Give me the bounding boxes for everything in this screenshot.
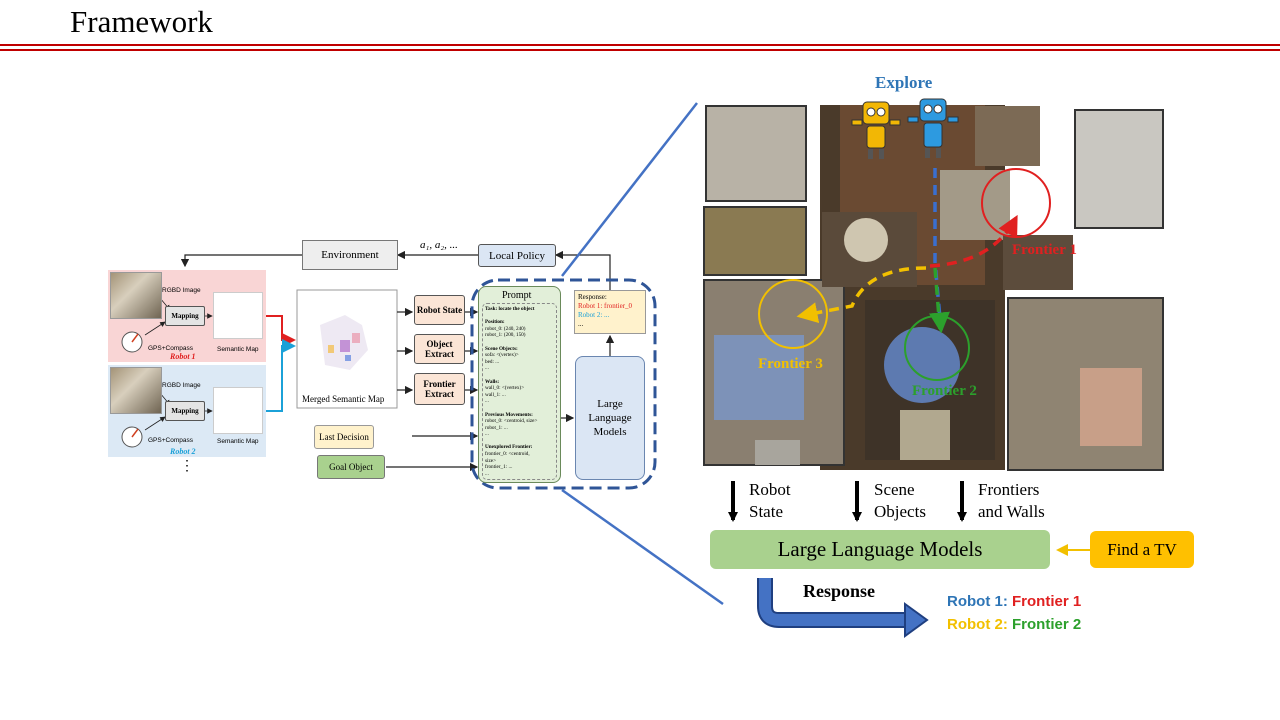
last-decision-box: Last Decision bbox=[314, 425, 374, 449]
prompt-line: robot_1: ... bbox=[485, 424, 508, 431]
semantic-map-label-1: Semantic Map bbox=[217, 346, 259, 353]
robot-yellow-icon bbox=[851, 101, 901, 159]
frontiers-walls-input: Frontiers and Walls bbox=[978, 480, 1045, 521]
prompt-line bbox=[485, 339, 569, 346]
llm-box-right: Large Language Models bbox=[710, 530, 1050, 569]
scene-objects-input: Scene Objects bbox=[874, 480, 926, 521]
more-robots-ellipsis: ⋮ bbox=[180, 459, 194, 474]
prompt-line: Previous Movements: bbox=[485, 411, 533, 418]
robot-state-box: Robot State bbox=[414, 295, 465, 325]
prompt-line: frontier_1: ... bbox=[485, 464, 513, 471]
prompt-box bbox=[478, 286, 561, 483]
response-box: Response: Robot 1: frontier_0 Robot 2: .… bbox=[574, 290, 646, 334]
mapping-box-2: Mapping bbox=[165, 401, 205, 421]
resp2-robot: Robot 2: bbox=[947, 616, 1012, 633]
prompt-line: ... bbox=[485, 365, 489, 372]
prompt-content: Task: locate the object Position:robot_0… bbox=[485, 306, 569, 477]
response-robot1: Robot 1: frontier_0 bbox=[578, 302, 633, 310]
title-rule-bottom bbox=[0, 49, 1280, 51]
rgbd-image-robot2 bbox=[110, 367, 162, 414]
frontier1-label: Frontier 1 bbox=[1012, 242, 1077, 258]
prompt-title: Prompt bbox=[502, 290, 532, 301]
rgbd-image-robot1 bbox=[110, 272, 162, 319]
rgbd-label-1: RGBD Image bbox=[162, 287, 201, 294]
gps-label-1: GPS+Compass bbox=[148, 345, 193, 352]
prompt-line bbox=[485, 405, 569, 412]
resp2-frontier: Frontier 2 bbox=[1012, 616, 1082, 633]
response-label: Response bbox=[803, 581, 876, 601]
frontier3-label: Frontier 3 bbox=[758, 356, 823, 372]
prompt-line: Unexplored Frontier: bbox=[485, 444, 533, 451]
slide-title: Framework bbox=[70, 4, 213, 39]
prompt-line: sofa: <(vertex)> bbox=[485, 352, 519, 359]
environment-box: Environment bbox=[302, 240, 398, 270]
prompt-line: robot_1: (200, 150) bbox=[485, 332, 526, 339]
resp1-frontier: Frontier 1 bbox=[1012, 593, 1082, 610]
llm-pipeline-highlight bbox=[470, 278, 657, 490]
object-extract-box: Object Extract bbox=[414, 334, 465, 364]
semantic-map-label-2: Semantic Map bbox=[217, 438, 259, 445]
prompt-line bbox=[485, 313, 569, 320]
title-rule-top bbox=[0, 44, 1280, 46]
robot1-label: Robot 1 bbox=[170, 352, 196, 361]
explore-label: Explore bbox=[875, 73, 933, 92]
prompt-line: ... bbox=[485, 431, 489, 438]
goal-object-box: Goal Object bbox=[317, 455, 385, 479]
prompt-line bbox=[485, 438, 569, 445]
prompt-inner bbox=[482, 303, 557, 480]
frontier2-label: Frontier 2 bbox=[912, 383, 977, 399]
response-title: Response: bbox=[578, 293, 607, 301]
response-more: ... bbox=[578, 320, 584, 328]
robot-blue-icon bbox=[907, 98, 959, 158]
prompt-line: Task: locate the object bbox=[485, 306, 535, 312]
prompt-line bbox=[485, 372, 569, 379]
llm-box-left: Large Language Models bbox=[575, 356, 645, 480]
merged-map-label: Merged Semantic Map bbox=[302, 394, 385, 404]
rgbd-label-2: RGBD Image bbox=[162, 382, 201, 389]
prompt-line: wall_1: ... bbox=[485, 391, 506, 398]
floorplan-image bbox=[703, 103, 1165, 473]
semantic-map-thumb-1 bbox=[213, 292, 263, 339]
semantic-map-thumb-2 bbox=[213, 387, 263, 434]
local-policy-box: Local Policy bbox=[478, 244, 556, 267]
prompt-line: bed: ... bbox=[485, 358, 500, 365]
prompt-line: robot_0: <centroid, size> bbox=[485, 418, 538, 425]
prompt-line: frontier_0: <centroid, bbox=[485, 451, 530, 458]
response-line-1: Robot 1: Frontier 1 bbox=[947, 593, 1081, 610]
find-tv-box: Find a TV bbox=[1090, 531, 1194, 568]
frontier-extract-box: Frontier Extract bbox=[414, 373, 465, 405]
prompt-line: robot_0: (240, 240) bbox=[485, 325, 526, 332]
prompt-line: size> bbox=[485, 457, 496, 464]
response-robot2: Robot 2: ... bbox=[578, 311, 610, 319]
prompt-line: ... bbox=[485, 470, 489, 477]
robot-state-input: Robot State bbox=[749, 480, 791, 521]
robot2-label: Robot 2 bbox=[170, 447, 196, 456]
mapping-box-1: Mapping bbox=[165, 306, 205, 326]
prompt-line: ... bbox=[485, 398, 489, 405]
response-line-2: Robot 2: Frontier 2 bbox=[947, 616, 1081, 633]
prompt-line: Walls: bbox=[485, 378, 500, 385]
prompt-line: wall_0: <(vertex)> bbox=[485, 385, 525, 392]
prompt-line: Scene Objects: bbox=[485, 345, 518, 352]
resp1-robot: Robot 1: bbox=[947, 593, 1012, 610]
gps-label-2: GPS+Compass bbox=[148, 437, 193, 444]
prompt-line: Position: bbox=[485, 319, 505, 326]
actions-label: a₁, a₂, ... bbox=[420, 239, 458, 251]
